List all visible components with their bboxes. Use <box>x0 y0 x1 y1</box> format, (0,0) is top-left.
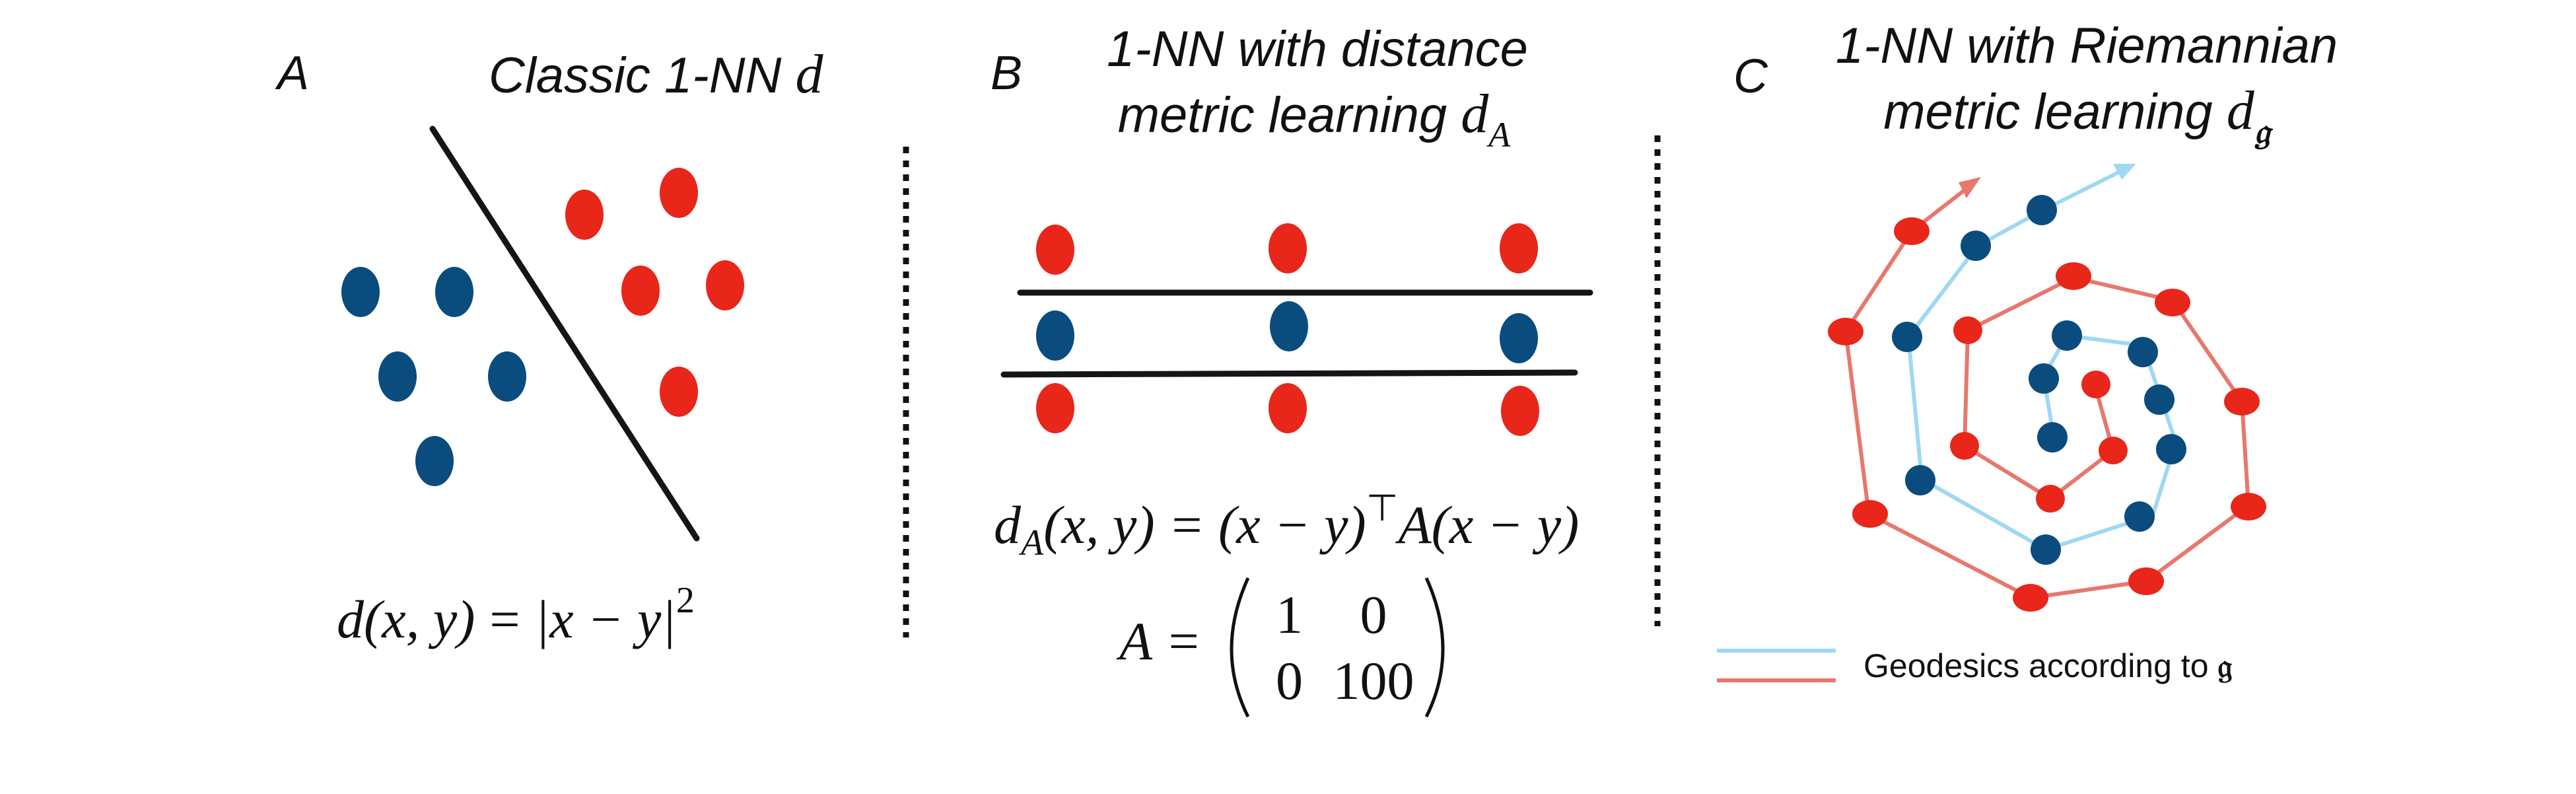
blue-point <box>2128 337 2158 367</box>
red-point <box>2036 485 2065 513</box>
red-point <box>2224 388 2260 415</box>
blue-point <box>2144 384 2175 415</box>
red-point <box>1500 223 1538 273</box>
panel-b-distance-formula: dA(x, y) = (x − y)⊤A(x − y) <box>994 488 1579 563</box>
blue-class-points <box>1036 301 1538 363</box>
red-point <box>1036 225 1074 275</box>
blue-point <box>488 351 526 402</box>
blue-point <box>415 436 454 486</box>
red-point <box>2013 584 2048 612</box>
blue-point <box>1892 322 1922 352</box>
red-point <box>1501 386 1539 436</box>
blue-point <box>2029 363 2059 394</box>
red-point <box>1269 223 1307 273</box>
blue-point <box>435 267 473 317</box>
matrix-cell: 100 <box>1333 651 1414 711</box>
decision-boundary-line <box>429 126 700 542</box>
red-point <box>2155 289 2190 316</box>
red-point <box>2099 437 2128 464</box>
blue-point <box>2037 422 2068 452</box>
red-point <box>2231 493 2266 521</box>
blue-point <box>2124 501 2155 532</box>
matrix-cell: 0 <box>1360 585 1387 645</box>
blue-point <box>1036 310 1074 361</box>
red-point <box>2128 567 2164 595</box>
red-point <box>565 190 604 240</box>
blue-point <box>1905 465 1935 495</box>
matrix-left-paren <box>1230 577 1250 718</box>
panel-c-title-line1: 1-NN with Riemannian <box>1836 18 2338 74</box>
red-point <box>2056 262 2091 290</box>
blue-class-points <box>341 267 526 486</box>
red-point <box>1828 318 1863 345</box>
panel-a-label: A <box>275 47 309 100</box>
matrix-cell: 0 <box>1276 651 1303 711</box>
blue-point <box>2052 320 2082 351</box>
panel-b-title-line2: metric learning dA <box>1118 83 1512 155</box>
panel-c-title-line2: metric learning d𝔤 <box>1883 80 2274 152</box>
red-class-points <box>1036 223 1539 436</box>
blue-point <box>2027 195 2057 225</box>
blue-point <box>2031 534 2061 565</box>
panel-b-title-line1: 1-NN with distance <box>1107 21 1528 77</box>
panel-a-title: Classic 1-NN d <box>489 44 824 105</box>
red-geodesic-arrowhead <box>1959 177 1981 198</box>
red-point <box>1036 383 1074 433</box>
red-point <box>660 367 698 417</box>
matrix-cell: 1 <box>1276 585 1303 645</box>
red-class-points <box>565 168 744 417</box>
panel-b-matrix: A = 1 0 0 100 <box>1116 577 1445 718</box>
red-point <box>1852 500 1888 528</box>
panel-a: A Classic 1-NN d d(x, y)=|x − y|2 <box>275 44 824 649</box>
panel-b-label: B <box>991 47 1022 100</box>
panel-c-label: C <box>1733 50 1768 103</box>
red-point <box>1950 432 1979 460</box>
blue-point <box>341 267 380 317</box>
red-point <box>706 260 744 310</box>
blue-geodesic-arrowhead <box>2113 164 2136 180</box>
red-class-points <box>1828 217 2266 612</box>
matrix-right-paren <box>1424 577 1445 718</box>
legend-label: Geodesics according to 𝔤 <box>1863 646 2233 685</box>
blue-point <box>1500 313 1538 363</box>
blue-point <box>2156 434 2186 464</box>
blue-point <box>1270 301 1308 351</box>
red-point <box>1269 383 1307 433</box>
matrix-lhs: A = <box>1116 611 1199 671</box>
red-point <box>2081 371 2110 398</box>
red-point <box>1953 316 1982 344</box>
red-point <box>621 266 660 316</box>
legend: Geodesics according to 𝔤 <box>1717 646 2233 685</box>
panel-a-formula: d(x, y)=|x − y|2 <box>337 580 695 649</box>
red-point <box>660 168 698 218</box>
decision-boundary-line <box>1000 369 1578 378</box>
blue-point <box>1961 231 1991 261</box>
panel-b: B 1-NN with distance metric learning dA … <box>991 21 1593 718</box>
red-point <box>1894 217 1930 245</box>
blue-class-points <box>1892 195 2186 565</box>
panel-c: C 1-NN with Riemannian metric learning d… <box>1717 18 2338 685</box>
blue-point <box>378 351 417 402</box>
